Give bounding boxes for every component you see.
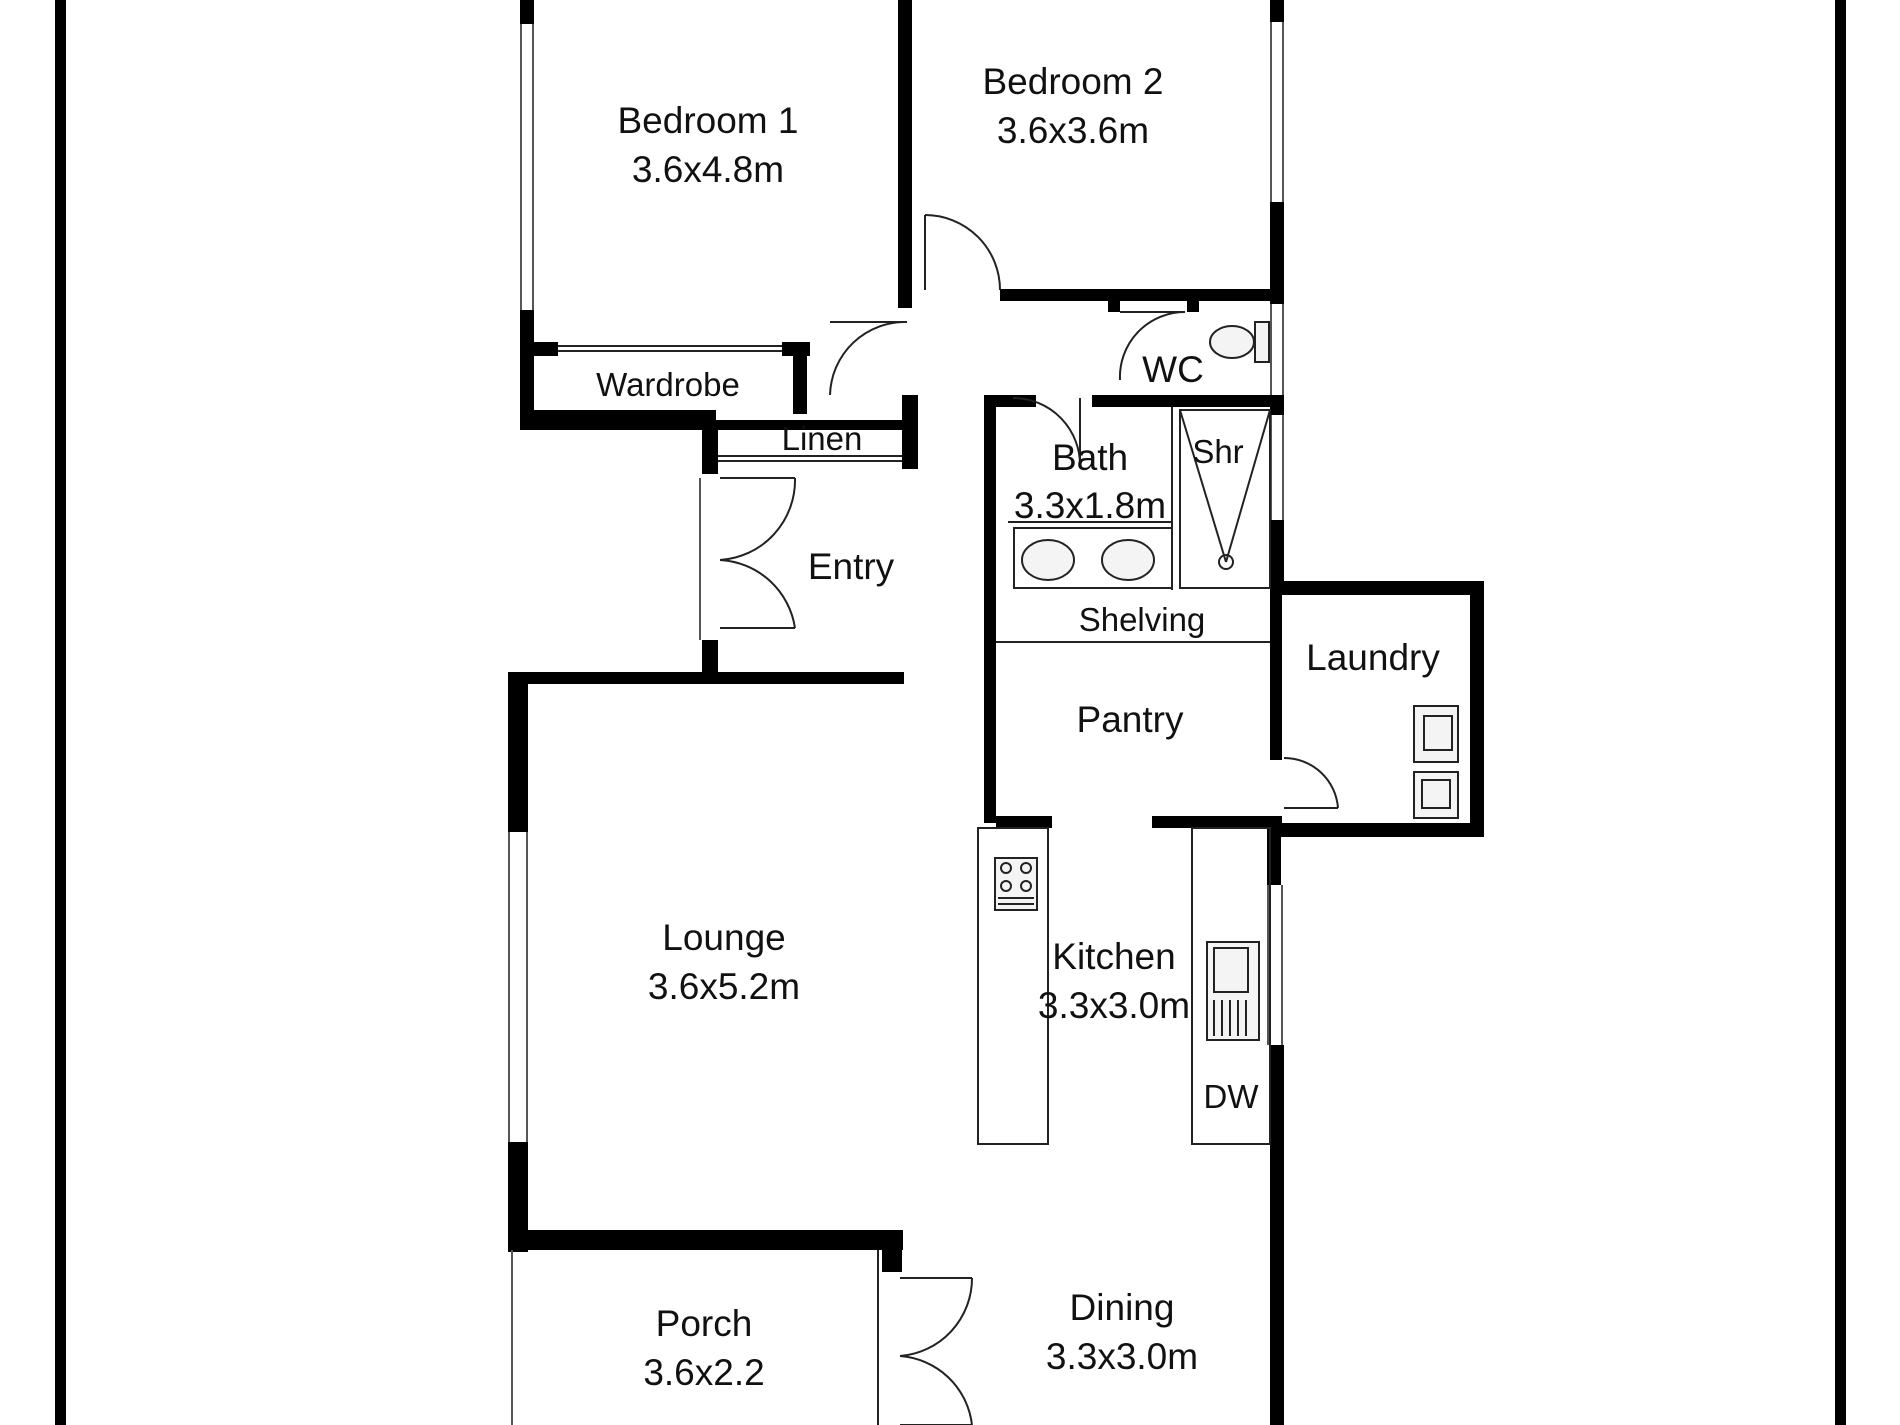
walls: [508, 0, 1484, 1425]
washing-machine-icon: [1413, 705, 1459, 763]
page-frame: [55, 0, 1846, 1425]
bedroom-2-size: 3.6x3.6m: [997, 110, 1149, 151]
wardrobe-label: Wardrobe: [596, 366, 740, 403]
toilet-icon: [1209, 321, 1270, 363]
wc-label: WC: [1142, 349, 1204, 390]
dining-name: Dining: [1070, 1287, 1175, 1328]
basin-icon: [1013, 527, 1173, 589]
bedroom-2-name: Bedroom 2: [983, 61, 1164, 102]
dishwasher-label: DW: [1204, 1078, 1260, 1115]
shelving-label: Shelving: [1079, 601, 1206, 638]
entry-label: Entry: [808, 546, 895, 587]
bedroom-1-name: Bedroom 1: [618, 100, 799, 141]
lounge-size: 3.6x5.2m: [648, 966, 800, 1007]
pantry-label: Pantry: [1077, 699, 1184, 740]
porch-name: Porch: [656, 1303, 753, 1344]
joinery: [558, 345, 1271, 1425]
laundry-label: Laundry: [1306, 637, 1440, 678]
bath-name: Bath: [1052, 437, 1128, 478]
sink-icon: [1206, 941, 1260, 1041]
cooktop-icon: [994, 857, 1038, 911]
kitchen-name: Kitchen: [1052, 936, 1175, 977]
shower-icon: [1179, 409, 1271, 589]
shower-label: Shr: [1192, 433, 1243, 470]
porch-size: 3.6x2.2: [643, 1352, 764, 1393]
bedroom-1-size: 3.6x4.8m: [632, 149, 784, 190]
lounge-name: Lounge: [662, 917, 785, 958]
dining-size: 3.3x3.0m: [1046, 1336, 1198, 1377]
laundry-tub-icon: [1413, 771, 1459, 819]
windows: [508, 22, 1284, 1425]
linen-label: Linen: [782, 420, 863, 457]
kitchen-size: 3.3x3.0m: [1038, 985, 1190, 1026]
bath-size: 3.3x1.8m: [1014, 485, 1166, 526]
door-swings: [719, 214, 1339, 1425]
